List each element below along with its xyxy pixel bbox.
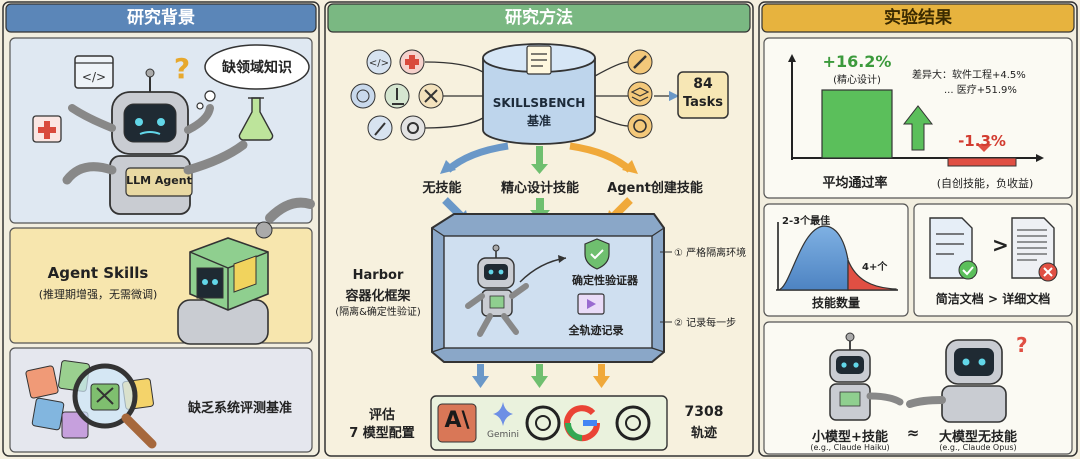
google-logo <box>564 405 601 442</box>
down-arrow-icon <box>976 144 992 152</box>
harbor-title: Harbor <box>352 268 404 283</box>
question-mark-icon: ? <box>1016 333 1028 357</box>
tasks-label: Tasks <box>682 95 724 110</box>
verifier-label: 确定性验证器 <box>572 274 638 287</box>
up-arrow-icon <box>902 105 934 151</box>
openai-logo <box>615 405 651 441</box>
eval-label: 评估 <box>368 408 395 423</box>
svg-text:</>: </> <box>82 70 106 84</box>
microscope-icon <box>384 83 410 109</box>
skillsbench-cylinder <box>482 43 596 145</box>
agent-skills-subtitle: (推理期增强，无需微调) <box>38 288 158 301</box>
anthropic-logo-text: A\ <box>444 408 470 433</box>
small-model-label: 小模型+技能 <box>812 430 888 445</box>
trajectory-count-label: 轨迹 <box>690 426 717 441</box>
hub-icons-right <box>627 49 653 139</box>
branch-no-skills: 无技能 <box>422 181 462 196</box>
openai-logo <box>525 405 561 441</box>
anthropic-logo <box>437 403 477 443</box>
gemini-logo <box>493 402 513 426</box>
knowledge-gap-bubble: 缺领域知识 <box>222 60 292 76</box>
docs-comparison: > <box>929 217 1058 282</box>
pass-rate-axis-label: 平均通过率 <box>822 176 888 191</box>
verifier-shield-icon <box>584 238 610 270</box>
best-count-label: 2-3个最佳 <box>782 216 831 227</box>
container-outbound-arrows <box>472 364 610 388</box>
layers-icon <box>627 81 653 107</box>
approx-sign: ≈ <box>906 424 920 442</box>
trajectory-play-icon <box>577 293 605 315</box>
hub-icons-left: </> <box>350 49 444 141</box>
detailed-doc-icon <box>1011 217 1058 282</box>
trajectory-label: 全轨迹记录 <box>568 324 624 337</box>
wrench-icon <box>627 49 653 75</box>
pipette-icon <box>367 115 393 141</box>
harbor-note: (隔离&确定性验证) <box>335 307 421 318</box>
gain-label: (精心设计) <box>833 75 881 86</box>
tasks-count: 84 <box>693 76 713 92</box>
branch-arrows <box>440 142 638 174</box>
svg-text:</>: </> <box>369 58 389 69</box>
loss-bar <box>947 157 1017 167</box>
svg-text:>: > <box>992 233 1009 257</box>
small-robot <box>829 332 904 421</box>
side-note-lines <box>660 251 672 323</box>
confused-robot <box>62 68 248 215</box>
isolation-note: ① 严格隔离环境 <box>674 248 747 259</box>
loss-value: -1.3% <box>958 132 1006 150</box>
variance-title: 差异大：软件工程+4.5% <box>912 70 1026 81</box>
skillsbench-subtitle: 基准 <box>526 114 551 128</box>
skill-cube-robot <box>177 197 315 345</box>
question-mark-icon: ? <box>174 52 190 85</box>
trajectory-count: 7308 <box>684 404 724 420</box>
running-robot <box>465 244 567 337</box>
code-window-icon: </> <box>74 55 114 89</box>
openai-icon <box>627 113 653 139</box>
gain-bar <box>821 89 893 159</box>
docs-label: 简洁文档 > 详细文档 <box>935 292 1051 306</box>
medical-icon <box>399 49 425 75</box>
tools-icon <box>418 83 444 109</box>
models-row <box>430 395 668 451</box>
skill-count-label: 技能数量 <box>811 296 860 310</box>
brain-icon <box>350 83 376 109</box>
llm-agent-label: LLM Agent <box>126 174 192 187</box>
variance-detail: ... 医疗+51.9% <box>944 85 1017 96</box>
right-header: 实验结果 <box>884 8 952 28</box>
left-header: 研究背景 <box>127 8 195 28</box>
big-model-example: (e.g., Claude Opus) <box>939 443 1017 452</box>
gain-value: +16.2% <box>822 52 892 71</box>
middle-header: 研究方法 <box>505 8 573 28</box>
concise-doc-icon <box>929 217 978 280</box>
code-icon: </> <box>366 49 392 75</box>
pass-rate-chart <box>788 54 1044 167</box>
middle-header-bar <box>327 3 751 33</box>
right-header-bar <box>761 3 1075 33</box>
skillsbench-name: SKILLSBENCH <box>492 96 586 110</box>
branch-self-generated-skills: Agent创建技能 <box>607 181 703 196</box>
gemini-label: Gemini <box>487 430 519 440</box>
record-note: ② 记录每一步 <box>674 318 737 329</box>
missing-benchmark-text: 缺乏系统评测基准 <box>187 401 292 416</box>
thought-bubble <box>196 44 310 110</box>
left-header-bar <box>5 3 317 33</box>
hub-connectors <box>424 61 680 129</box>
harbor-subtitle: 容器化框架 <box>345 289 411 304</box>
agent-skills-title: Agent Skills <box>47 264 149 282</box>
big-robot: ? <box>906 333 1028 423</box>
svg-text:?: ? <box>174 52 190 85</box>
small-model-example: (e.g., Claude Haiku) <box>810 443 890 452</box>
medical-cross-icon <box>32 115 62 143</box>
flask-icon <box>238 97 274 141</box>
eval-models: 7 模型配置 <box>349 426 415 441</box>
icon-tiles-magnifier <box>25 360 157 449</box>
skill-count-chart <box>776 222 898 291</box>
loss-note: (自创技能，负收益) <box>936 177 1034 190</box>
harbor-container <box>431 213 665 363</box>
big-model-label: 大模型无技能 <box>938 430 1017 445</box>
tasks-box <box>677 71 729 119</box>
gear-icon <box>400 115 426 141</box>
branch-curated-skills: 精心设计技能 <box>500 181 579 196</box>
more-count-label: 4+个 <box>862 262 888 273</box>
